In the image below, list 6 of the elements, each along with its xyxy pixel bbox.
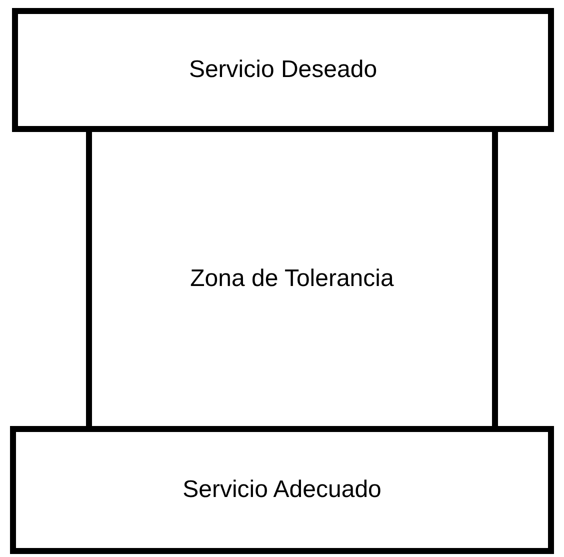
text-box xyxy=(12,8,554,132)
box-label: Servicio Adecuado xyxy=(182,476,382,504)
box-label: Zona de Tolerancia xyxy=(190,265,394,293)
text-box xyxy=(86,132,498,426)
box-label: Servicio Deseado xyxy=(188,56,378,84)
text-box xyxy=(10,426,554,554)
